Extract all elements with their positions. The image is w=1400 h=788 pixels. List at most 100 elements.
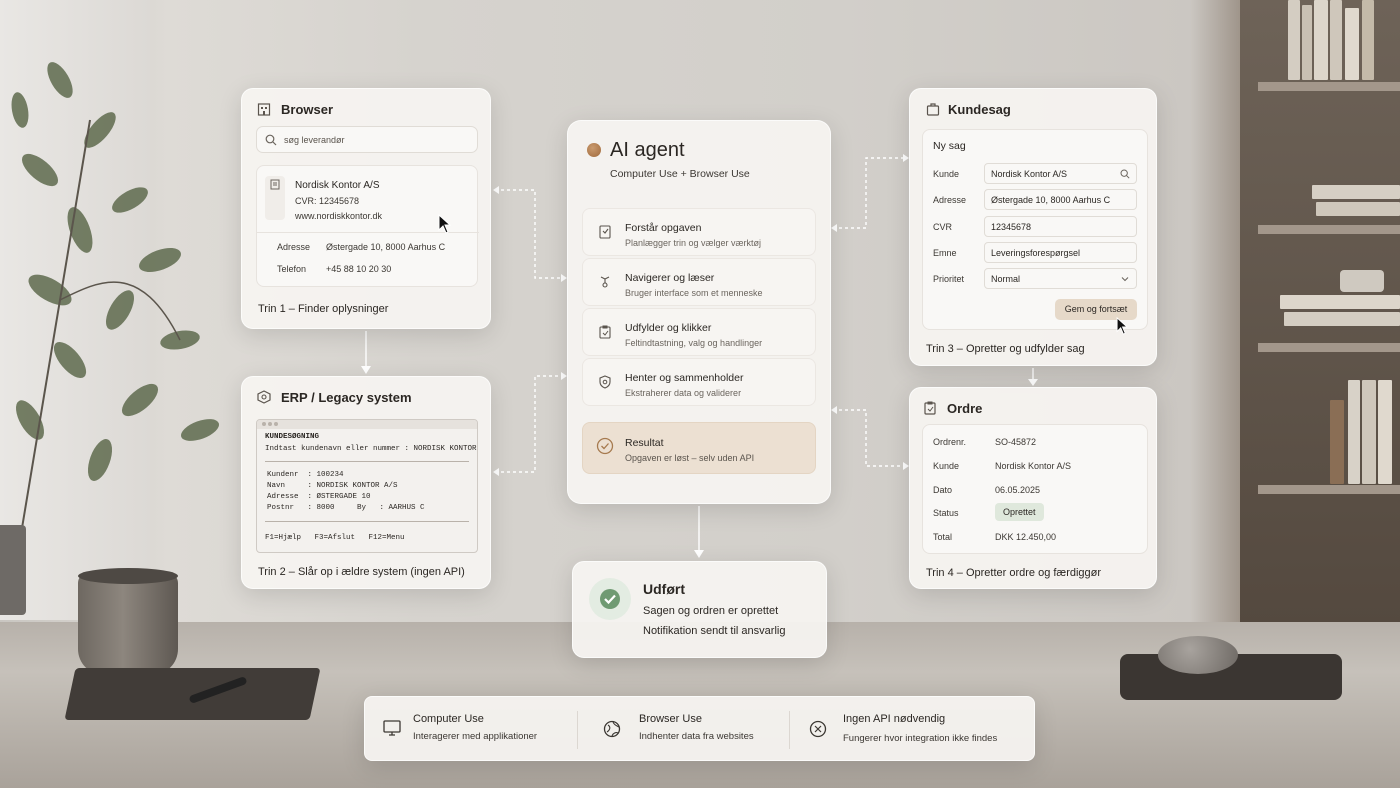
order-value: 06.05.2025 [995,485,1041,495]
browser-title: Browser [281,102,334,117]
terminal-prompt: Indtast kundenavn eller nummer : NORDISK… [265,445,477,453]
step-subtitle: Bruger interface som et menneske [625,288,763,298]
step2-caption: Trin 2 – Slår op i ældre system (ingen A… [258,566,465,578]
feature-computer-use: Computer Use Interagerer med applikation… [365,697,579,762]
agent-step-navigate: Navigerer og læser Bruger interface som … [582,258,816,306]
priority-select[interactable]: Normal [984,268,1137,289]
search-placeholder: søg leverandør [284,135,345,145]
feature-no-api: Ingen API nødvendig Fungerer hvor integr… [790,697,1036,762]
form-title: Ny sag [933,140,966,152]
agent-step-fill: Udfylder og klikker Feltindtastning, val… [582,308,816,356]
terminal-screen-title: KUNDESØGNING [265,433,320,441]
cvr-field[interactable]: 12345678 [984,216,1137,237]
field-label: Kunde [933,169,960,179]
book [1362,380,1376,484]
phone-value: +45 88 10 20 30 [326,264,392,274]
company-cvr: CVR: 12345678 [295,196,360,206]
shelf-board [1258,82,1400,91]
agent-subtitle: Computer Use + Browser Use [610,168,750,180]
field-label: Prioritet [933,274,965,284]
field-label: CVR [933,222,953,232]
check-badge-icon [600,589,620,609]
hierarchy-icon [600,276,610,288]
step-title: Henter og sammenholder [625,372,744,384]
terminal-line: Navn : NORDISK KONTOR A/S [267,482,398,490]
terminal-function-keys[interactable]: F1=Hjælp F3=Afslut F12=Menu [265,534,405,542]
done-card: Udført Sagen og ordren er oprettet Notif… [572,561,827,658]
erp-title: ERP / Legacy system [281,390,412,405]
legacy-terminal[interactable]: KUNDESØGNING Indtast kundenavn eller num… [256,419,478,553]
done-line2: Notifikation sendt til ansvarlig [643,625,786,637]
book [1330,0,1342,80]
company-name: Nordisk Kontor A/S [295,180,380,191]
result-title: Resultat [625,437,664,449]
order-label: Dato [933,485,953,495]
window-dot [268,422,272,426]
success-badge [589,578,631,620]
search-icon [265,134,277,146]
terminal-line: Adresse : ØSTERGADE 10 [267,493,371,501]
new-case-form: Ny sag Kunde Nordisk Kontor A/S Adresse … [922,129,1148,335]
company-website[interactable]: www.nordiskkontor.dk [295,211,383,221]
order-value: SO-45872 [995,437,1037,447]
step-title: Navigerer og læser [625,272,715,284]
feature-subtitle: Indhenter data fra websites [639,731,754,742]
book [1312,185,1400,199]
terminal-titlebar [257,420,477,429]
field-label: Adresse [933,195,967,205]
book [1345,8,1359,80]
book [1284,312,1400,326]
order-label: Ordrenr. [933,437,967,447]
book [1302,5,1312,80]
ordre-card: Ordre Ordrenr. SO-45872 Kunde Nordisk Ko… [909,387,1157,589]
book [1316,202,1400,216]
window-dot [274,422,278,426]
plant-pot [0,525,26,615]
plant-illustration [11,62,220,541]
book [1348,380,1360,484]
window-dot [262,422,266,426]
kundesag-title: Kundesag [948,102,1011,117]
address-label: Adresse [277,242,311,252]
agent-title: AI agent [610,139,685,161]
company-logo-placeholder [265,176,285,220]
step-subtitle: Feltindtastning, valg og handlinger [625,338,763,348]
mouse-cursor-icon [1116,317,1129,335]
ordre-title: Ordre [947,401,983,416]
building-icon [257,103,271,116]
divider [789,711,790,749]
book [1362,0,1374,80]
agent-result: Resultat Opgaven er løst – selv uden API [582,422,816,474]
book [1288,0,1300,80]
shield-icon [599,375,611,389]
check-circle-icon [596,437,614,455]
feature-subtitle: Fungerer hvor integration ikke findes [843,733,998,744]
step1-caption: Trin 1 – Finder oplysninger [258,303,389,315]
step-title: Udfylder og klikker [625,322,712,334]
field-label: Emne [933,248,957,258]
step-subtitle: Planlægger trin og vælger værktøj [625,238,762,248]
result-subtitle: Opgaven er løst – selv uden API [625,453,755,463]
book [1280,295,1400,309]
feature-browser-use: Browser Use Indhenter data fra websites [579,697,789,762]
done-title: Udført [643,581,685,597]
subject-field[interactable]: Leveringsforespørgsel [984,242,1137,263]
save-continue-button[interactable]: Gem og fortsæt [1055,299,1137,320]
customer-field[interactable]: Nordisk Kontor A/S [984,163,1137,184]
order-value: DKK 12.450,00 [995,532,1057,542]
step-title: Forstår opgaven [625,222,702,234]
shelf-board [1258,343,1400,352]
search-icon[interactable] [1120,169,1130,179]
step-subtitle: Ekstraherer data og validerer [625,388,742,398]
erp-card: ERP / Legacy system KUNDESØGNING Indtast… [241,376,491,589]
agent-status-dot [587,143,601,157]
form-icon [599,325,611,339]
feature-title: Ingen API nødvendig [843,713,946,725]
search-input[interactable]: søg leverandør [256,126,478,153]
order-label: Kunde [933,461,960,471]
status-badge: Oprettet [995,503,1044,521]
address-field[interactable]: Østergade 10, 8000 Aarhus C [984,189,1137,210]
agent-step-understand: Forstår opgaven Planlægger trin og vælge… [582,208,816,256]
agent-step-extract: Henter og sammenholder Ekstraherer data … [582,358,816,406]
